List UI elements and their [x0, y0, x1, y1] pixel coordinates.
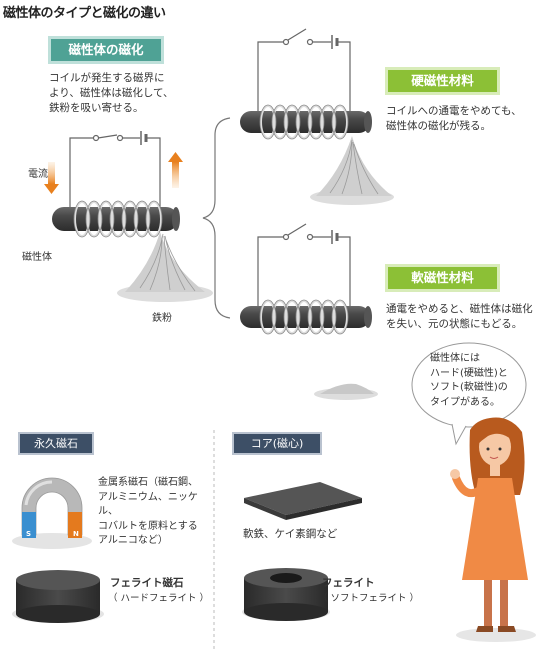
hard-circuit	[257, 28, 351, 116]
pole-n-label: N	[73, 530, 79, 538]
magnetization-description: コイルが発生する磁界に より、磁性体は磁化して、 鉄粉を吸い寄せる。	[49, 72, 174, 114]
magnetic-body-label: 磁性体	[22, 252, 52, 263]
soft-ferrite-name: フェライト	[322, 577, 375, 589]
left-circuit	[69, 131, 161, 212]
iron-powder-label: 鉄粉	[152, 313, 172, 324]
iron-powder-pile-hard	[310, 136, 394, 205]
permanent-magnet-label: 永久磁石	[18, 432, 94, 455]
current-label: 電流	[28, 169, 48, 180]
left-coil-outline	[73, 200, 163, 238]
soft-description: 通電をやめると、磁性体は磁化 を失い、元の状態にもどる。	[386, 303, 533, 330]
pole-s-label: S	[26, 530, 32, 538]
soft-iron-plate	[244, 482, 362, 520]
horseshoe-magnet	[12, 477, 92, 549]
left-coil	[74, 201, 162, 237]
page-title: 磁性体のタイプと磁化の違い	[3, 6, 166, 21]
hard-magnetic-label: 硬磁性材料	[385, 67, 500, 95]
current-arrow-down	[44, 162, 59, 194]
iron-powder-pile-left	[117, 232, 213, 302]
woman-illustration	[450, 417, 536, 642]
speech-bubble-text: 磁性体には ハード(硬磁性)と ソフト(軟磁性)の タイプがある。	[430, 353, 508, 408]
ferrite-magnet-name: フェライト磁石	[110, 577, 184, 589]
metal-magnet-description: 金属系磁石（磁石鋼、 アルミニウム、ニッケル、 コバルトを原料とする アルニコな…	[98, 477, 198, 546]
iron-powder-flat-soft	[314, 383, 378, 400]
soft-circuit	[257, 223, 351, 311]
magnetization-label: 磁性体の磁化	[48, 36, 164, 64]
hard-description: コイルへの通電をやめても、 磁性体の磁化が残る。	[386, 105, 522, 132]
brace	[202, 117, 231, 319]
soft-iron-description: 軟鉄、ケイ素鋼など	[243, 528, 338, 540]
soft-ferrite-ring	[242, 568, 330, 621]
ferrite-magnet-cylinder	[12, 570, 104, 623]
soft-coil	[260, 300, 348, 334]
soft-ferrite-subtitle: （ ソフトフェライト ）	[318, 593, 420, 604]
speech-bubble	[411, 342, 527, 446]
ferrite-magnet-subtitle: （ ハードフェライト ）	[108, 593, 210, 604]
current-arrow-up	[168, 152, 183, 188]
soft-magnetic-label: 軟磁性材料	[385, 264, 500, 292]
core-label: コア(磁心)	[232, 432, 322, 455]
hard-coil	[260, 105, 348, 139]
